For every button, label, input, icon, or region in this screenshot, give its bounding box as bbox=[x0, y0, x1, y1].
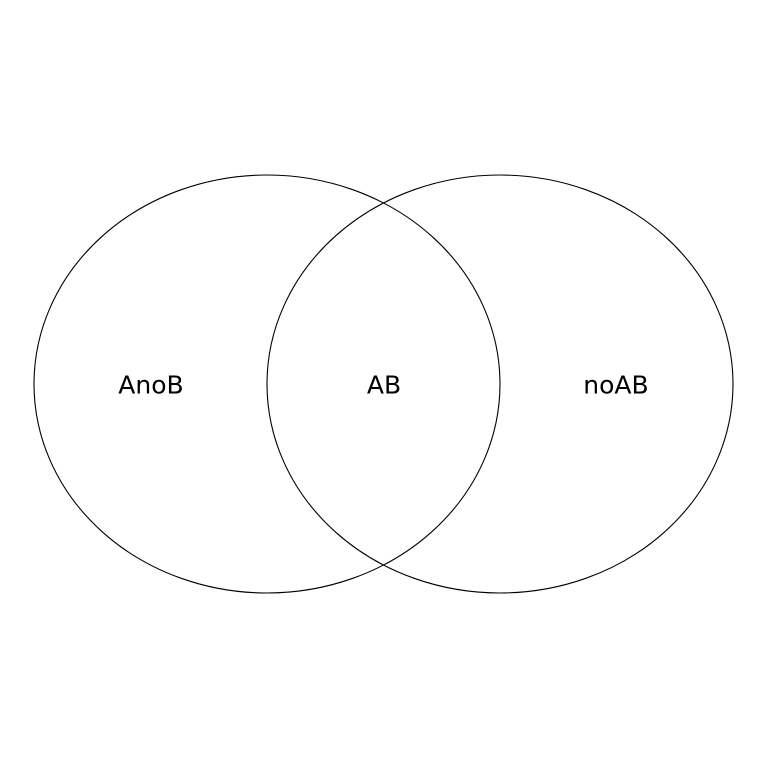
set-a-circle bbox=[33, 174, 501, 594]
region-label-intersection: AB bbox=[367, 371, 401, 400]
region-label-a-only: AnoB bbox=[118, 371, 183, 400]
set-b-circle bbox=[266, 174, 734, 594]
region-label-b-only: noAB bbox=[583, 371, 648, 400]
